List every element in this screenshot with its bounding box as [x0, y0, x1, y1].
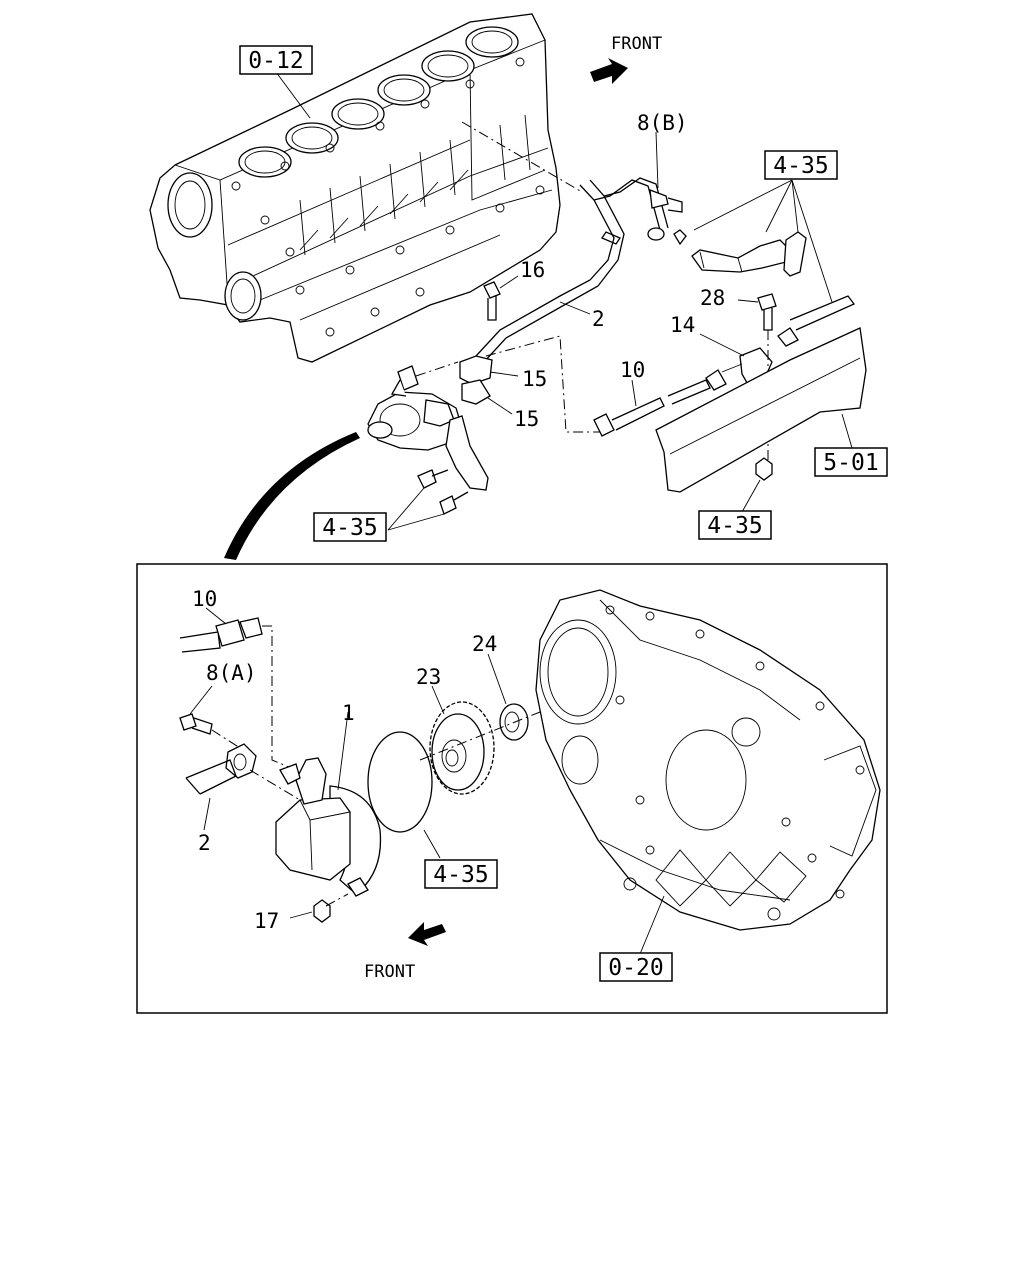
ref-label-o-ring: 4-35: [433, 862, 488, 888]
ref-box-hose-group: 4-35: [764, 150, 838, 180]
frame-rail: [655, 295, 867, 493]
leader-pipe-2-top: [559, 301, 591, 315]
ref-box-flywheel-housing: 0-20: [599, 952, 673, 982]
front-arrow-bottom-icon: [408, 922, 446, 946]
front-label-bottom: FRONT: [364, 962, 415, 982]
ref-label-cylinder-block: 0-12: [248, 48, 303, 74]
callout-clip-15-upper: 15: [522, 367, 547, 391]
front-label-top: FRONT: [611, 34, 662, 54]
vacuum-pump-1: 1: [275, 701, 382, 897]
hose-10-top: 10: [593, 358, 727, 437]
clip-15-lower: 15: [461, 379, 539, 431]
callout-bolt-28: 28: [700, 286, 725, 310]
leader-0-12: [275, 71, 311, 119]
vacuum-pump-top-view: [367, 365, 463, 451]
connector-14: 14: [670, 313, 773, 389]
callout-connector-14: 14: [670, 313, 695, 337]
ref-label-hose-group: 4-35: [773, 153, 828, 179]
front-arrow-bottom: FRONT: [364, 922, 446, 982]
bracket-bolts: [387, 469, 469, 531]
front-arrow-top: FRONT: [590, 34, 662, 84]
callout-pipe-2-detail: 2: [198, 831, 211, 855]
callout-hose-10-detail: 10: [192, 587, 217, 611]
ref-label-bracket-bolts: 4-35: [322, 515, 377, 541]
ref-box-frame-rail: 5-01: [814, 447, 888, 477]
ref-label-frame-rail: 5-01: [823, 450, 878, 476]
front-arrow-icon: [590, 58, 628, 84]
callout-clip-15-lower: 15: [514, 407, 539, 431]
cylinder-block: [149, 13, 561, 363]
callout-gear-23: 23: [416, 665, 441, 689]
bolt-8a: 8(A): [179, 661, 257, 735]
bolt-8b: 8(B): [637, 111, 688, 213]
callout-bolt-16: 16: [520, 258, 545, 282]
detail-pointer-arrow: [224, 432, 360, 560]
ref-label-flywheel-housing: 0-20: [608, 955, 663, 981]
clip-15-upper: 15: [459, 355, 547, 391]
flywheel-housing: [535, 589, 881, 955]
ref-box-o-ring: 4-35: [424, 859, 498, 889]
pump-bracket: [445, 415, 489, 491]
ref-box-cylinder-block: 0-12: [239, 45, 313, 75]
bolt-28: 28: [700, 286, 777, 331]
ref-box-bracket-bolts: 4-35: [313, 512, 387, 542]
gear-23: 23: [416, 665, 495, 795]
ref-box-frame-nut: 4-35: [698, 510, 772, 540]
nut-17: 17: [254, 893, 349, 933]
ref-label-frame-nut: 4-35: [707, 513, 762, 539]
callout-bearing-24: 24: [472, 632, 497, 656]
bolt-16: 16: [483, 258, 545, 321]
frame-nut: [741, 457, 773, 513]
detail-frame: [136, 563, 888, 1014]
hose-group: [673, 179, 833, 303]
callout-pipe-2-top: 2: [592, 307, 605, 331]
callout-bolt-8a: 8(A): [206, 661, 257, 685]
vacuum-pipe-2: [475, 177, 669, 363]
hose-10-detail: 10: [179, 587, 263, 653]
callout-vacuum-pump-1: 1: [342, 701, 355, 725]
callout-hose-10-top: 10: [620, 358, 645, 382]
callout-bolt-8b: 8(B): [637, 111, 688, 135]
pipe-2-detail: 2: [185, 743, 257, 855]
o-ring: [367, 731, 441, 859]
callout-nut-17: 17: [254, 909, 279, 933]
